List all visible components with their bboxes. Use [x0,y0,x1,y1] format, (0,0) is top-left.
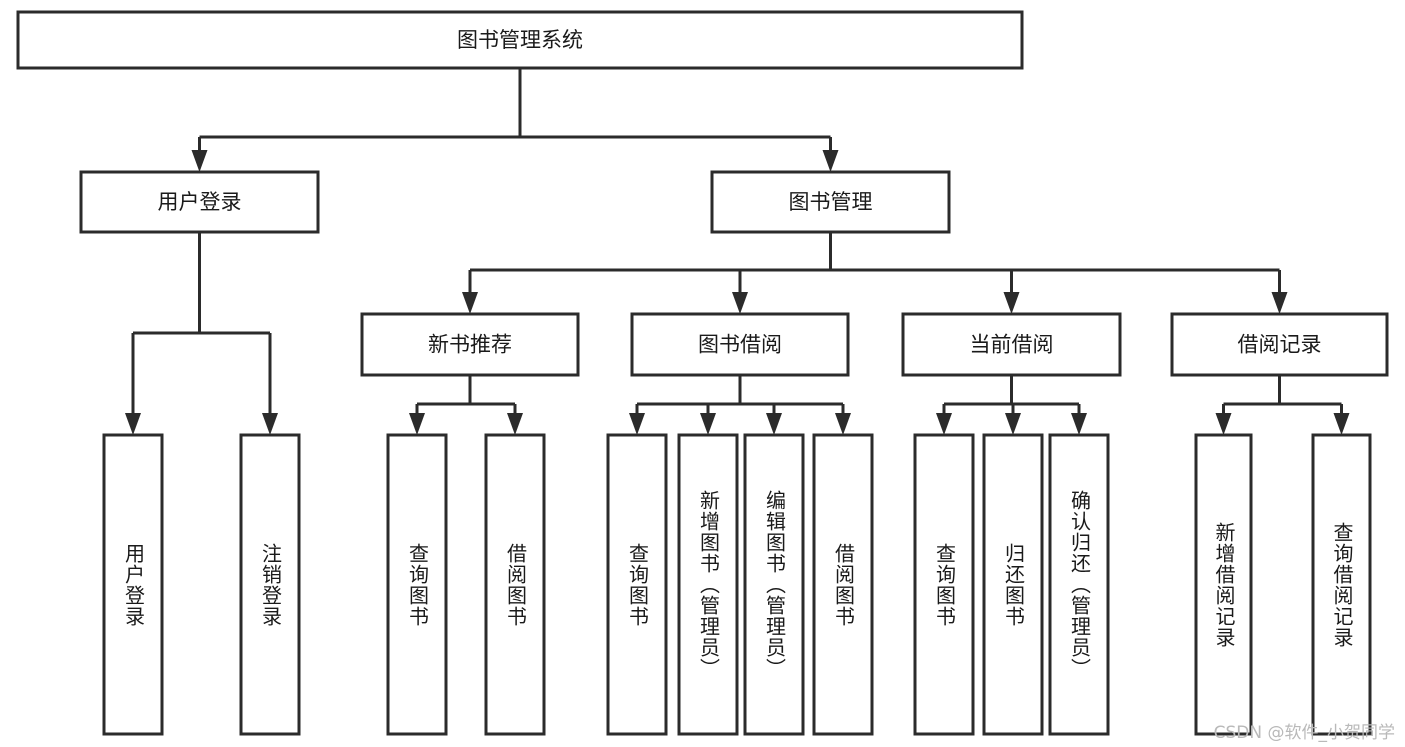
node-new-book-recommend-label: 新书推荐 [428,333,512,357]
node-book-manage-label: 图书管理 [789,190,873,214]
leaf-leaf-query-book-2[interactable] [606,433,668,736]
leaf-leaf-query-book-3[interactable] [913,433,975,736]
arrow-to-leaf-add-record [1215,413,1232,435]
leaf-leaf-query-record[interactable] [1311,433,1372,736]
arrow-to-current-borrow [1003,292,1020,314]
arrow-to-leaf-borrow-book-2 [835,413,851,435]
leaf-leaf-add-book[interactable] [677,433,739,736]
node-book-borrow-label: 图书借阅 [698,333,782,357]
arrow-to-leaf-query-record [1333,413,1350,435]
arrow-to-user-login [191,150,208,172]
arrow-to-leaf-return-book [1005,413,1021,435]
node-book-manage[interactable] [710,170,951,234]
node-new-book-recommend[interactable] [360,312,580,377]
watermark: CSDN @软件_小贺同学 [1213,723,1395,743]
node-book-borrow[interactable] [630,312,850,377]
arrow-to-leaf-confirm-return [1071,413,1087,435]
node-root-label: 图书管理系统 [457,28,583,52]
node-root[interactable] [16,10,1024,70]
node-borrow-record-label: 借阅记录 [1238,333,1322,357]
node-borrow-record[interactable] [1170,312,1389,377]
leaf-leaf-borrow-book-2[interactable] [812,433,874,736]
leaf-leaf-edit-book[interactable] [743,433,805,736]
leaf-leaf-return-book[interactable] [982,433,1044,736]
node-current-borrow[interactable] [901,312,1122,377]
arrow-to-book-manage [822,150,839,172]
node-current-borrow-label: 当前借阅 [970,333,1054,357]
node-user-login-label: 用户登录 [158,190,242,214]
arrow-to-leaf-borrow-book-1 [507,413,523,435]
arrow-to-leaf-add-book [700,413,716,435]
node-user-login[interactable] [79,170,320,234]
arrow-to-leaf-user-logout [262,413,278,435]
arrow-to-leaf-query-book-2 [629,413,645,435]
box-layer [16,10,1389,736]
arrow-to-new-book-recommend [462,292,478,314]
arrow-to-leaf-user-login [125,413,141,435]
arrow-to-leaf-query-book-3 [936,413,952,435]
arrow-to-borrow-record [1271,292,1288,314]
leaf-leaf-query-book-1[interactable] [386,433,448,736]
arrow-to-book-borrow [732,292,748,314]
arrow-to-leaf-query-book-1 [409,413,425,435]
arrow-to-leaf-edit-book [766,413,782,435]
connector-layer [125,68,1350,435]
leaf-leaf-add-record[interactable] [1194,433,1253,736]
leaf-leaf-user-logout[interactable] [239,433,301,736]
leaf-leaf-borrow-book-1[interactable] [484,433,546,736]
leaf-leaf-user-login[interactable] [102,433,164,736]
leaf-leaf-confirm-return[interactable] [1048,433,1110,736]
